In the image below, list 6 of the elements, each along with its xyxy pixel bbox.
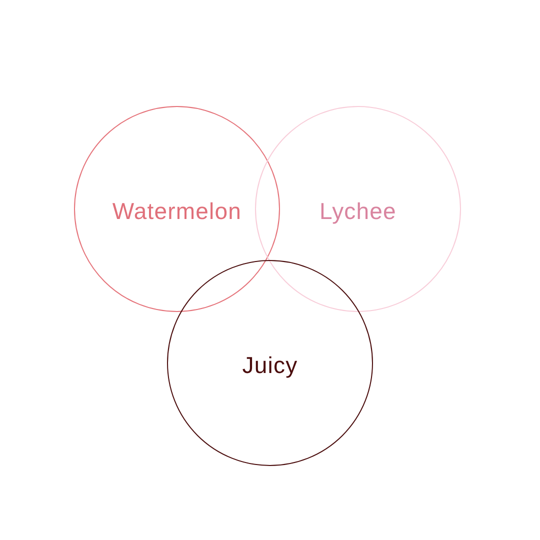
venn-circle	[74, 106, 280, 312]
set-label: Watermelon	[112, 198, 242, 224]
set-label: Juicy	[242, 352, 298, 378]
venn-circle	[167, 260, 373, 466]
set-label: Lychee	[320, 198, 396, 224]
venn-circle	[255, 106, 461, 312]
